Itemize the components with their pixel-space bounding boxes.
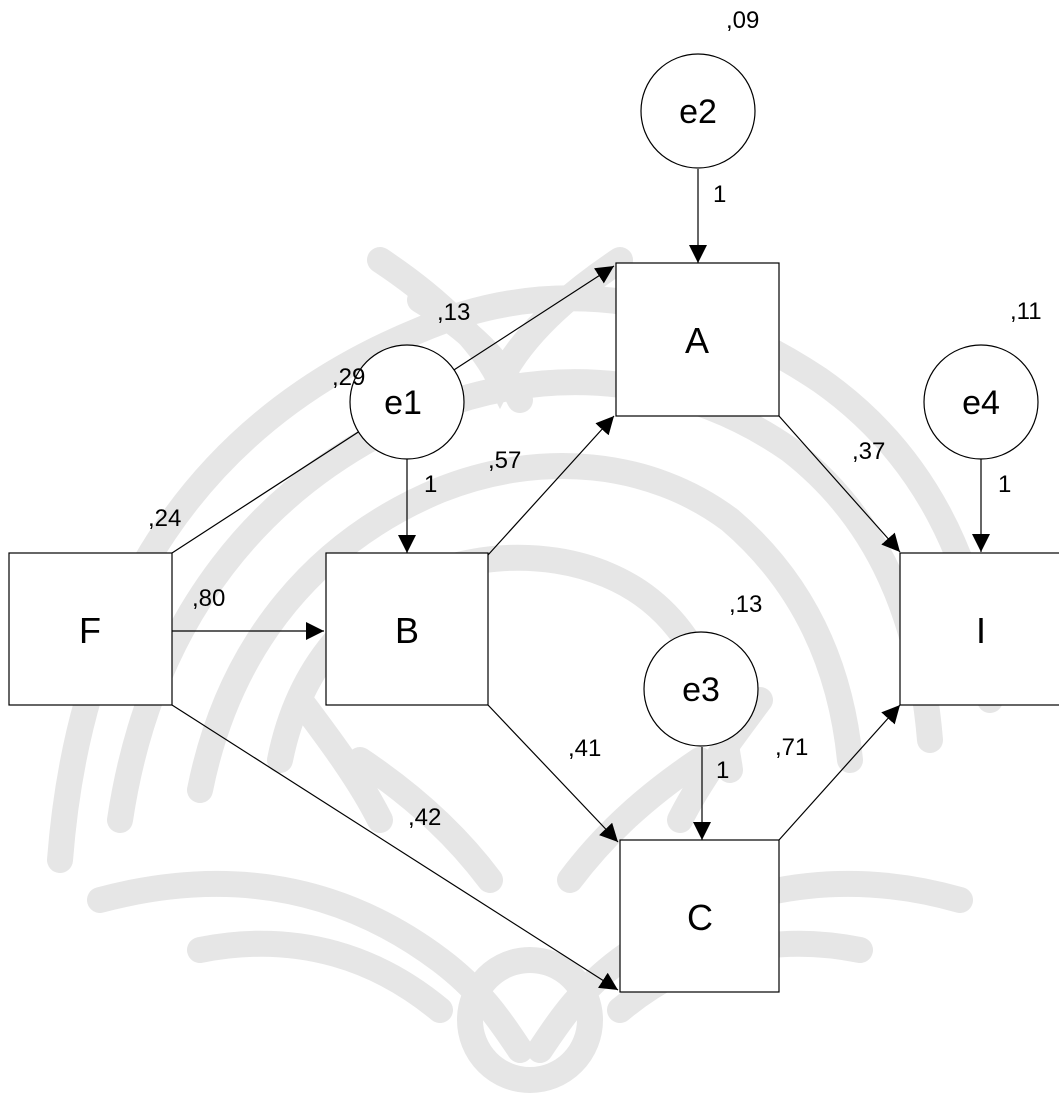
coef-f-to-b: ,80 <box>192 585 225 612</box>
coef-a-to-i: ,37 <box>852 438 885 465</box>
variance-e4: ,11 <box>1010 298 1042 325</box>
error-e2: e2 <box>640 53 756 169</box>
error-e4-label: e4 <box>962 384 1000 422</box>
error-e1: e1 <box>349 344 465 460</box>
node-b: B <box>325 552 489 706</box>
coef-f-to-a-second: ,24 <box>148 505 181 532</box>
coef-e2-to-a: 1 <box>713 181 726 208</box>
coef-b-to-c: ,41 <box>568 735 601 762</box>
variance-labels: ,29 ,09 ,13 ,11 <box>332 7 1042 618</box>
coef-b-to-a: ,57 <box>488 447 521 474</box>
error-terms: e1 e2 e3 e4 <box>349 53 1039 747</box>
node-c: C <box>619 839 780 993</box>
edge-b-to-c <box>487 704 619 843</box>
coef-f-to-c: ,42 <box>408 804 441 831</box>
edge-a-to-i <box>778 415 901 553</box>
node-a: A <box>615 262 780 417</box>
coef-e4-to-i: 1 <box>998 471 1011 498</box>
edge-f-to-c <box>171 704 619 991</box>
variance-e1: ,29 <box>332 364 365 391</box>
coef-e1-to-b: 1 <box>424 471 437 498</box>
node-f-label: F <box>79 610 101 651</box>
error-e1-label: e1 <box>384 384 422 422</box>
node-i-label: I <box>976 610 986 651</box>
error-e4: e4 <box>923 344 1039 460</box>
coef-e3-to-c: 1 <box>716 757 729 784</box>
node-c-label: C <box>687 897 713 938</box>
coef-c-to-i: ,71 <box>775 734 808 761</box>
variance-e3: ,13 <box>729 591 762 618</box>
edge-c-to-i <box>778 704 901 841</box>
error-e3: e3 <box>643 631 759 747</box>
watermark-emblem <box>47 247 1003 1093</box>
node-i: I <box>899 552 1059 706</box>
observed-variables: F B A C I <box>8 262 1059 993</box>
variance-e2: ,09 <box>726 7 759 34</box>
error-e2-label: e2 <box>679 93 717 131</box>
node-a-label: A <box>685 320 709 361</box>
node-b-label: B <box>395 610 419 651</box>
error-e3-label: e3 <box>682 671 720 709</box>
coef-f-to-a: ,13 <box>437 299 470 326</box>
node-f: F <box>8 552 173 706</box>
path-coefficients: ,13 ,24 ,80 ,42 ,57 ,41 ,37 ,71 1 1 1 1 <box>148 181 1011 831</box>
edge-b-to-a <box>487 415 615 556</box>
